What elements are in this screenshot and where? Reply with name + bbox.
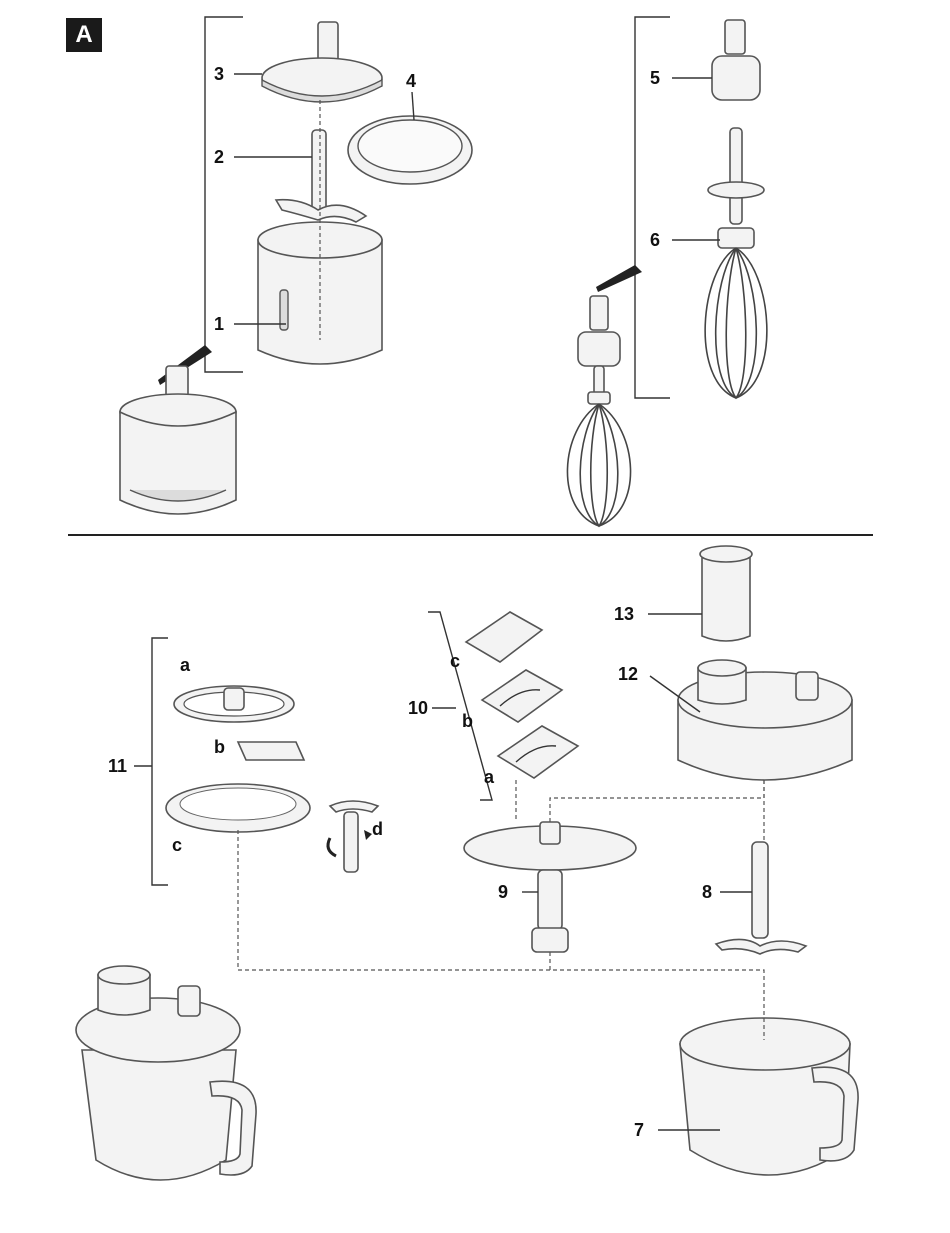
processor-blade-part: [716, 842, 806, 954]
whisk-gearbox-part: [712, 20, 760, 100]
callout-8: 8: [702, 883, 712, 901]
callout-11a: a: [180, 656, 190, 674]
processor-lid-part: [678, 660, 852, 780]
callout-10c: c: [450, 652, 460, 670]
disc-holder-part: [174, 686, 294, 722]
callout-1: 1: [214, 315, 224, 333]
callout-2: 2: [214, 148, 224, 166]
cutting-disc-part: [464, 822, 636, 952]
disc-set-bracket: [152, 638, 168, 885]
callout-10a: a: [484, 768, 494, 786]
whisk-assembled: [567, 296, 630, 526]
callout-11: 11: [108, 757, 127, 775]
callout-11c: c: [172, 836, 182, 854]
processor-bowl-part: [680, 1018, 858, 1175]
callout-12: 12: [618, 665, 638, 683]
cleaning-tool-part: [328, 801, 378, 872]
slicer-insert-b-part: [482, 670, 562, 722]
callout-11b: b: [214, 738, 225, 756]
whisk-part: [705, 128, 767, 398]
callout-7: 7: [634, 1121, 644, 1139]
slicer-insert-a-part: [498, 726, 578, 778]
callout-10: 10: [408, 699, 428, 717]
dicing-grid-part: [238, 742, 304, 760]
callout-13: 13: [614, 605, 634, 623]
callout-10b: b: [462, 712, 473, 730]
callout-11d: d: [372, 820, 383, 838]
callout-4: 4: [406, 72, 416, 90]
callout-6: 6: [650, 231, 660, 249]
dicing-disc-part: [166, 784, 310, 832]
figure-badge: A: [66, 18, 102, 52]
callout-3: 3: [214, 65, 224, 83]
chopper-assembled: [120, 366, 236, 514]
food-pusher-part: [700, 546, 752, 641]
callout-5: 5: [650, 69, 660, 87]
chopper-lid-part: [262, 22, 382, 102]
callout-9: 9: [498, 883, 508, 901]
processor-assembled: [76, 966, 256, 1180]
grater-insert-c-part: [466, 612, 542, 662]
